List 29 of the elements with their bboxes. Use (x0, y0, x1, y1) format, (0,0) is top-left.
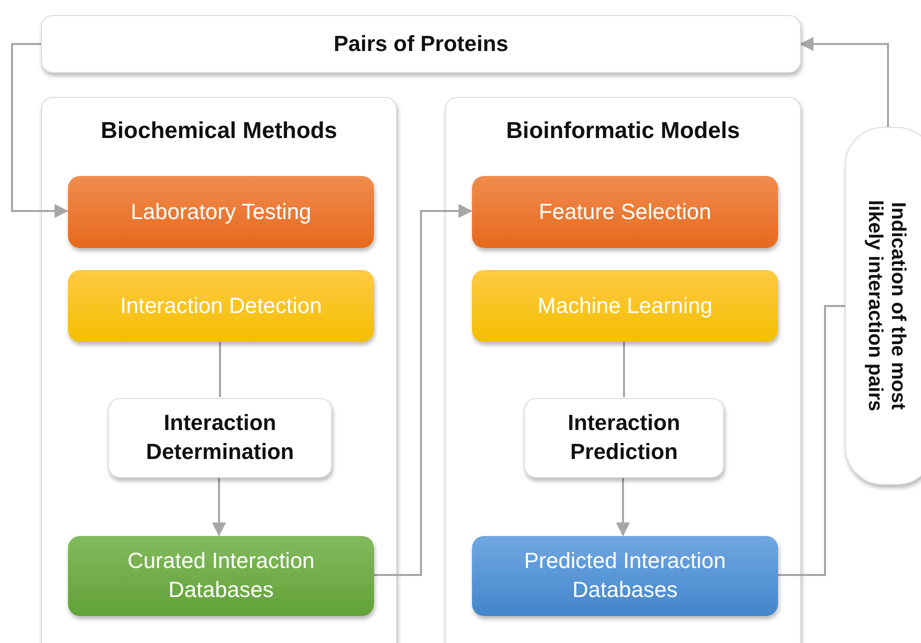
box-label: Interaction Determination (145, 409, 295, 466)
process-box (472, 176, 778, 248)
process-box (68, 536, 374, 616)
box-label: Curated Interaction Databases (126, 547, 316, 604)
rounded-pill-box (845, 127, 921, 485)
panel-heading: Bioinformatic Models (506, 116, 740, 145)
connector-arrow (800, 37, 889, 127)
box-label: Feature Selection (538, 198, 712, 226)
connector-arrow (616, 477, 630, 536)
box-label: Predicted Interaction Databases (523, 547, 727, 604)
process-box (472, 536, 778, 616)
process-box (68, 176, 374, 248)
box-label: Indication of the most likely interaction pairs (863, 199, 909, 414)
box-label: Laboratory Testing (130, 198, 312, 226)
box-label: Machine Learning (538, 292, 712, 320)
group-panel (445, 97, 801, 643)
process-box (41, 15, 801, 73)
connector-arrow (373, 204, 472, 576)
process-box (108, 398, 332, 478)
process-box (68, 270, 374, 342)
process-box (472, 270, 778, 342)
connector-arrow (212, 477, 226, 536)
connector-arrow (11, 43, 68, 218)
box-label: Interaction Prediction (566, 409, 682, 466)
process-box (524, 398, 724, 478)
group-panel (41, 97, 397, 643)
box-label: Interaction Detection (120, 292, 322, 320)
box-label: Pairs of Proteins (334, 30, 508, 58)
panel-heading: Biochemical Methods (100, 116, 338, 145)
